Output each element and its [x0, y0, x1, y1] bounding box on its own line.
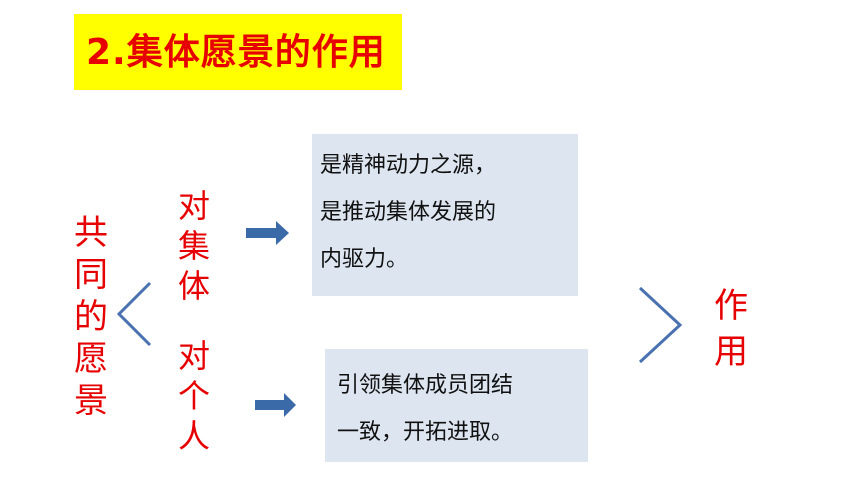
individual-effect-line-2: 一致，开拓进取。: [337, 420, 514, 445]
collective-effect-line-2: 是推动集体发展的: [320, 200, 497, 225]
arrow-to-collective-box: [246, 221, 289, 245]
for-collective-label: 对集体: [177, 187, 210, 305]
left-bracket: [116, 281, 152, 347]
individual-effect-box: 引领集体成员团结 一致，开拓进取。: [325, 349, 588, 462]
title-highlight: [74, 14, 402, 90]
individual-effect-line-1: 引领集体成员团结: [337, 373, 514, 398]
collective-effect-line-3: 内驱力。: [320, 247, 409, 272]
arrow-to-individual-box: [255, 393, 296, 417]
right-bracket: [638, 286, 683, 364]
page-title: 2.集体愿景的作用: [86, 32, 386, 73]
collective-effect-line-1: 是精神动力之源，: [320, 153, 497, 178]
collective-effect-box: 是精神动力之源， 是推动集体发展的 内驱力。: [312, 134, 578, 296]
effect-label: 作用: [714, 286, 748, 372]
for-individual-label: 对个人: [177, 337, 210, 455]
shared-vision-label: 共同的愿景: [74, 213, 108, 421]
